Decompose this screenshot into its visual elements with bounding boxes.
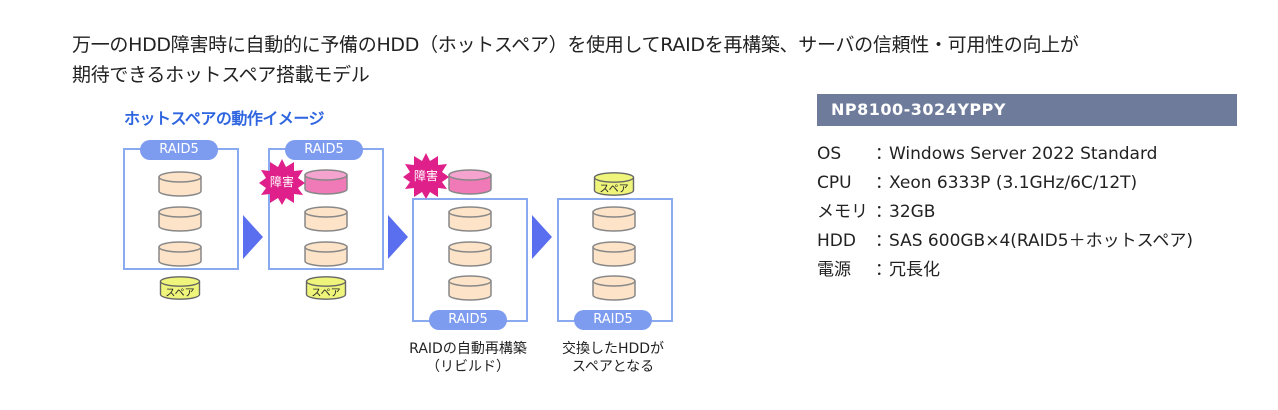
intro-text: 万一のHDD障害時に自動的に予備のHDD（ホットスペア）を使用してRAIDを再構… bbox=[72, 30, 1252, 90]
disk-icon bbox=[304, 206, 348, 232]
spec-row-cpu: CPU ： Xeon 6333P (3.1GHz/6C/12T) bbox=[817, 169, 1193, 198]
step3-failure-burst: 障害 bbox=[402, 152, 450, 200]
spec-key: OS bbox=[817, 144, 842, 164]
arrow-icon bbox=[388, 215, 408, 259]
spec-row-memory: メモリ ： 32GB bbox=[817, 198, 1193, 227]
spare-disk-icon bbox=[593, 172, 635, 196]
disk-icon bbox=[448, 275, 492, 301]
spare-label: スペア bbox=[311, 288, 341, 299]
intro-line-2: 期待できるホットスペア搭載モデル bbox=[72, 64, 370, 86]
caption-line: RAIDの自動再構築 bbox=[409, 341, 527, 357]
spare-label: スペア bbox=[599, 184, 629, 195]
model-name-header: NP8100-3024YPPY bbox=[817, 94, 1237, 126]
spec-row-hdd: HDD ： SAS 600GB×4(RAID5＋ホットスペア) bbox=[817, 227, 1193, 256]
spec-list: OS ： Windows Server 2022 Standard CPU ： … bbox=[817, 140, 1193, 285]
step4-spare-disk: スペア bbox=[591, 171, 637, 197]
spec-value: 32GB bbox=[889, 202, 936, 222]
burst-icon bbox=[403, 153, 449, 199]
step1-spare-disk: スペア bbox=[157, 275, 203, 301]
failed-disk-icon bbox=[304, 169, 348, 195]
disk-icon bbox=[592, 241, 636, 267]
disk-icon bbox=[304, 241, 348, 267]
spec-key: 電源 bbox=[817, 260, 851, 280]
disk-icon bbox=[448, 206, 492, 232]
arrow-icon bbox=[243, 215, 263, 259]
spec-key: HDD bbox=[817, 231, 856, 251]
failed-disk-icon bbox=[448, 169, 492, 195]
spec-separator: ： bbox=[875, 144, 892, 164]
arrow-icon bbox=[532, 215, 552, 259]
spec-value: Xeon 6333P (3.1GHz/6C/12T) bbox=[889, 173, 1138, 193]
disk-icon bbox=[158, 171, 202, 197]
spare-disk-icon bbox=[305, 276, 347, 300]
step4-caption: 交換したHDDが スペアとなる bbox=[545, 340, 681, 376]
spec-key: メモリ bbox=[817, 202, 868, 222]
step3-caption: RAIDの自動再構築 （リビルド） bbox=[390, 340, 546, 376]
failure-label: 障害 bbox=[413, 169, 438, 183]
disk-icon bbox=[158, 206, 202, 232]
step2-spare-disk: スペア bbox=[303, 275, 349, 301]
step3-raid-label: RAID5 bbox=[429, 310, 507, 330]
spec-separator: ： bbox=[875, 202, 892, 222]
spec-key: CPU bbox=[817, 173, 852, 193]
spec-separator: ： bbox=[875, 260, 892, 280]
failure-label: 障害 bbox=[269, 175, 294, 189]
disk-icon bbox=[448, 241, 492, 267]
caption-line: 交換したHDDが bbox=[561, 341, 665, 357]
step1-raid-label: RAID5 bbox=[140, 140, 218, 160]
spec-separator: ： bbox=[875, 173, 892, 193]
disk-icon bbox=[592, 275, 636, 301]
spec-value: 冗長化 bbox=[889, 260, 940, 280]
disk-icon bbox=[592, 206, 636, 232]
caption-line: （リビルド） bbox=[426, 359, 510, 375]
burst-icon bbox=[259, 159, 305, 205]
diagram-title: ホットスペアの動作イメージ bbox=[124, 109, 325, 128]
disk-icon bbox=[158, 241, 202, 267]
step2-raid-label: RAID5 bbox=[285, 140, 363, 160]
spec-separator: ： bbox=[875, 231, 892, 251]
step4-raid-label: RAID5 bbox=[574, 310, 652, 330]
spec-value: Windows Server 2022 Standard bbox=[889, 144, 1158, 164]
caption-line: スペアとなる bbox=[571, 359, 655, 375]
spare-label: スペア bbox=[165, 288, 195, 299]
spec-value: SAS 600GB×4(RAID5＋ホットスペア) bbox=[889, 231, 1194, 251]
intro-line-1: 万一のHDD障害時に自動的に予備のHDD（ホットスペア）を使用してRAIDを再構… bbox=[72, 34, 1079, 56]
spec-row-os: OS ： Windows Server 2022 Standard bbox=[817, 140, 1193, 169]
step2-failure-burst: 障害 bbox=[258, 158, 306, 206]
spec-row-power: 電源 ： 冗長化 bbox=[817, 256, 1193, 285]
spare-disk-icon bbox=[159, 276, 201, 300]
